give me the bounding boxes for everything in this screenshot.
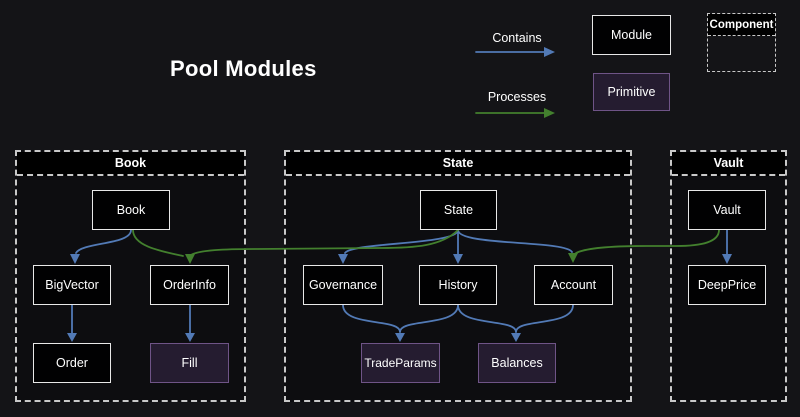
edge-history-balances (457, 304, 521, 342)
node-book: Book (92, 190, 170, 230)
legend-primitive-node: Primitive (593, 73, 670, 111)
node-deepprice: DeepPrice (688, 265, 766, 305)
edge-vault-account (568, 229, 720, 263)
node-vault: Vault (688, 190, 766, 230)
legend-primitive-label: Primitive (607, 85, 656, 99)
node-governance: Governance (303, 265, 383, 305)
edge-vault-deepprice (722, 229, 732, 264)
edge-history-tradeparams (395, 304, 459, 342)
legend-component-node: Component (707, 13, 776, 72)
node-history-label: History (438, 278, 478, 292)
edge-account-balances (515, 304, 574, 333)
edge-governance-tradeparams (342, 304, 401, 333)
edge-state-account (457, 229, 573, 253)
legend-processes-label: Processes (487, 90, 547, 104)
diagram-title: Pool Modules (170, 56, 317, 81)
node-state-label: State (443, 203, 474, 217)
edge-book-orderinfo (132, 229, 184, 257)
node-fill: Fill (150, 343, 229, 383)
node-history: History (419, 265, 497, 305)
legend-contains-label: Contains (492, 31, 542, 45)
node-orderinfo-label: OrderInfo (163, 278, 216, 292)
node-book-label: Book (116, 203, 146, 217)
legend-component-label: Component (708, 14, 775, 36)
node-orderinfo: OrderInfo (150, 265, 229, 305)
legend-module-label: Module (611, 28, 652, 42)
node-account: Account (534, 265, 613, 305)
edge-bigvector-order (67, 304, 77, 342)
container-state-header: State (286, 152, 630, 176)
container-book-header: Book (17, 152, 244, 176)
node-deepprice-label: DeepPrice (697, 278, 757, 292)
legend-module-node: Module (592, 15, 671, 55)
node-balances: Balances (478, 343, 556, 383)
contains-arrow-icon (475, 47, 555, 57)
node-fill-label: Fill (181, 356, 198, 370)
edge-book-bigvector (70, 229, 132, 264)
node-order: Order (33, 343, 111, 383)
edge-orderinfo-fill (185, 304, 195, 342)
node-balances-label: Balances (491, 356, 543, 370)
processes-arrow-icon (475, 108, 555, 118)
edge-state-orderinfo (185, 229, 459, 264)
node-account-label: Account (550, 278, 597, 292)
node-tradeparams-label: TradeParams (364, 356, 437, 370)
node-tradeparams: TradeParams (361, 343, 440, 383)
node-bigvector: BigVector (33, 265, 111, 305)
node-order-label: Order (56, 356, 88, 370)
node-bigvector-label: BigVector (45, 278, 99, 292)
node-state: State (420, 190, 497, 230)
edge-state-history (453, 229, 463, 264)
container-vault-header: Vault (672, 152, 785, 176)
node-vault-label: Vault (713, 203, 741, 217)
node-governance-label: Governance (308, 278, 378, 292)
